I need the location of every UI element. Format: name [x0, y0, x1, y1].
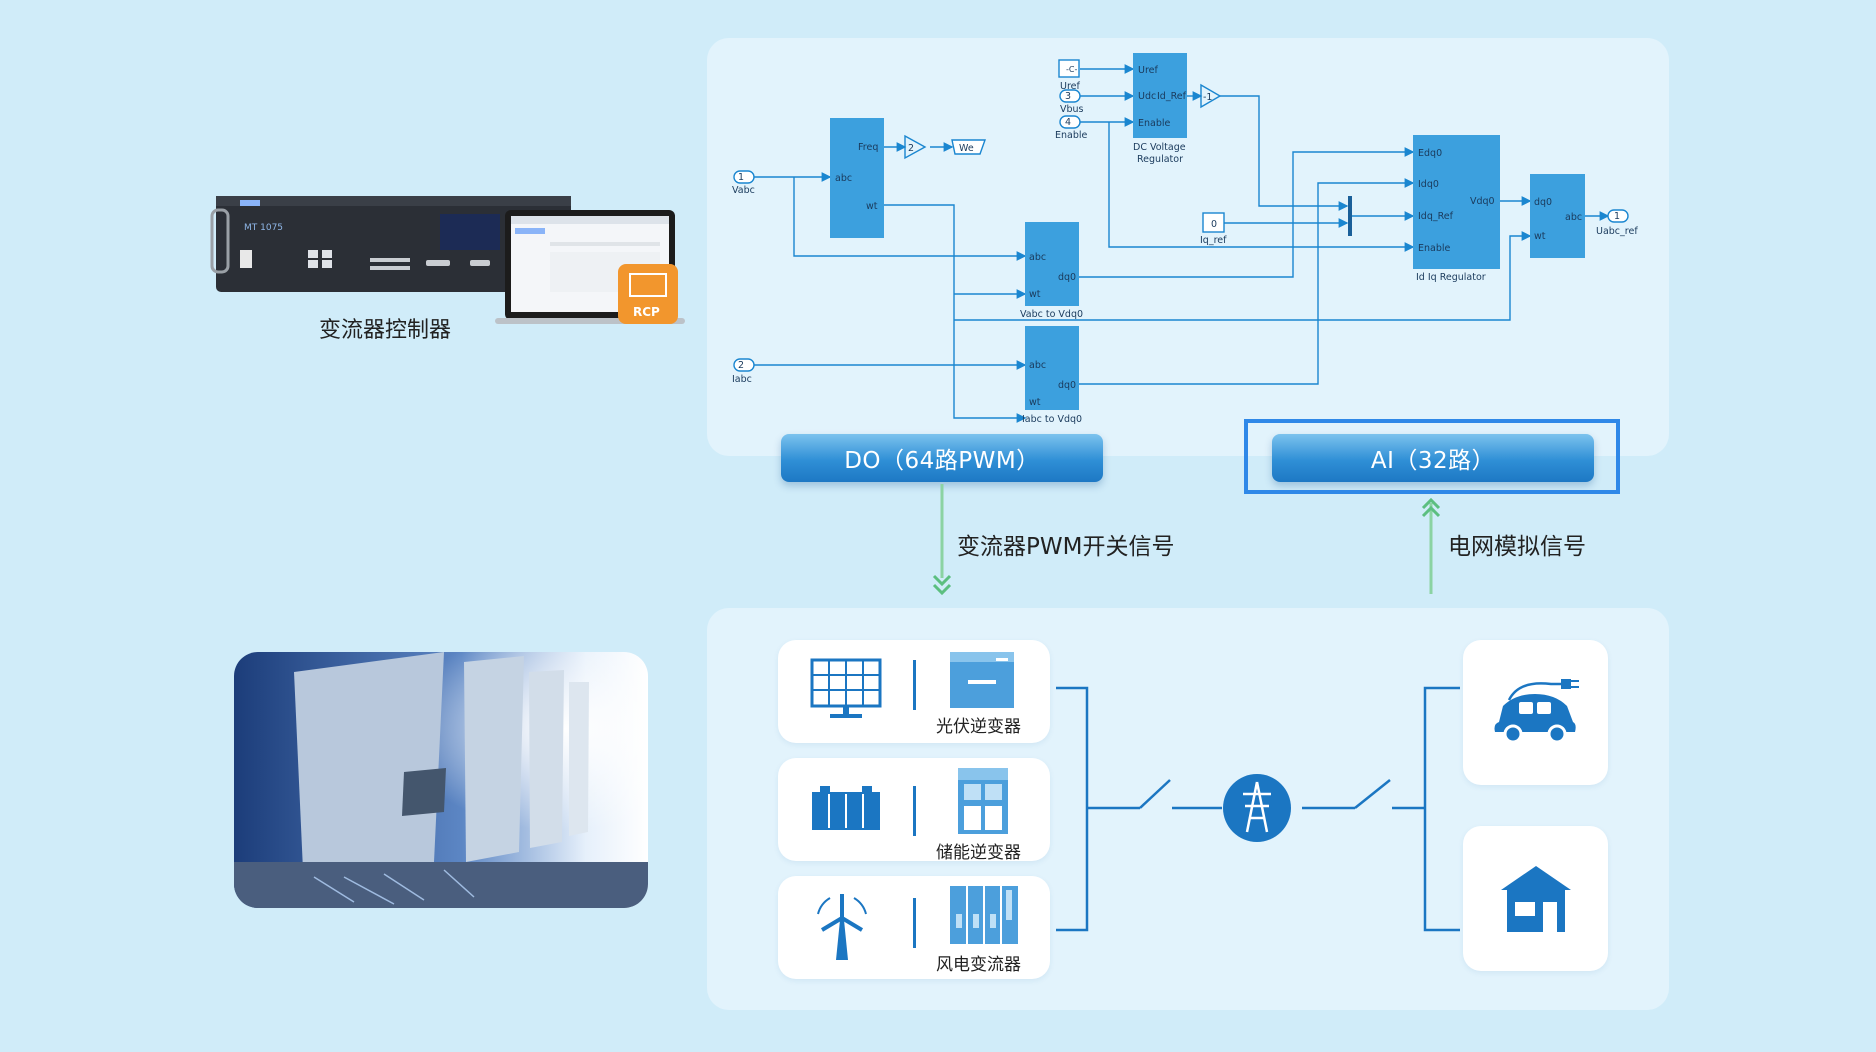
- dcv-name2: Regulator: [1137, 154, 1183, 165]
- house-icon: [1501, 866, 1571, 932]
- idiq-edq0-label: Edq0: [1418, 148, 1442, 159]
- port-vabc-name: Vabc: [732, 185, 755, 196]
- idiq-enable-label: Enable: [1418, 243, 1451, 254]
- vblk-dq0-label: dq0: [1058, 272, 1076, 283]
- ai-bar: AI（32路）: [1272, 434, 1594, 482]
- dcv-uref-label: Uref: [1138, 65, 1158, 76]
- electric-car-icon: [1494, 679, 1579, 744]
- pll-wt-label: wt: [866, 201, 878, 212]
- dcv-name1: DC Voltage: [1133, 142, 1186, 153]
- const-uref-name: Uref: [1060, 81, 1080, 92]
- port-vabc-num: 1: [738, 172, 744, 183]
- dcv-enable-label: Enable: [1138, 118, 1171, 129]
- idiq-idq0-label: Idq0: [1418, 179, 1439, 190]
- storage-cabinet-icon: [958, 768, 1008, 834]
- port-enable-name: Enable: [1055, 130, 1088, 141]
- wind-converter-cabinet-icon: [950, 886, 1018, 944]
- simulink-diagram: 1 Vabc 2 Iabc -C- Uref 3 Vbus 4 Enable 0…: [732, 53, 1638, 425]
- port-iabc-num: 2: [738, 360, 744, 371]
- port-vbus-num: 3: [1065, 91, 1071, 102]
- pwm-signal-label: 变流器PWM开关信号: [957, 534, 1175, 560]
- rcp-badge-icon: RCP: [618, 264, 678, 324]
- idiq-name: Id Iq Regulator: [1416, 272, 1486, 283]
- const-iq-val: 0: [1211, 219, 1217, 230]
- vblk-wt-label: wt: [1029, 289, 1041, 300]
- iblk-wt-label: wt: [1029, 397, 1041, 408]
- pv-inverter-label: 光伏逆变器: [936, 717, 1021, 737]
- storage-inverter-label: 储能逆变器: [936, 843, 1021, 863]
- dcv-udc-label: Udc: [1138, 91, 1156, 102]
- pv-inverter-card: 光伏逆变器: [778, 640, 1050, 743]
- do-bar: DO（64路PWM）: [781, 434, 1103, 482]
- pll-freq-label: Freq: [858, 142, 878, 153]
- gain-neg-label: -1: [1203, 92, 1212, 103]
- pv-inverter-icon: [950, 652, 1014, 708]
- idiq-vdq0-label: Vdq0: [1470, 196, 1495, 207]
- vblk-abc-label: abc: [1029, 252, 1046, 263]
- solar-panel-icon: [810, 658, 882, 718]
- home-load-card: [1463, 826, 1608, 971]
- iblk-abc-label: abc: [1029, 360, 1046, 371]
- controller-device-image: MT 1075 RCP: [210, 196, 685, 324]
- storage-inverter-card: 储能逆变器: [778, 758, 1050, 863]
- iblk-dq0-label: dq0: [1058, 380, 1076, 391]
- ev-load-card: [1463, 640, 1608, 785]
- inv-abc-label: abc: [1565, 212, 1582, 223]
- port-vbus-name: Vbus: [1060, 104, 1084, 115]
- wind-turbine-icon: [817, 894, 867, 960]
- device-label: 变流器控制器: [318, 318, 451, 343]
- control-model-panel: 1 Vabc 2 Iabc -C- Uref 3 Vbus 4 Enable 0…: [707, 38, 1669, 456]
- const-uref-sym: -C-: [1066, 65, 1077, 74]
- const-iq-name: Iq_ref: [1200, 235, 1227, 246]
- port-enable-num: 4: [1065, 117, 1071, 128]
- gain-2-label: 2: [908, 143, 914, 154]
- pll-abc-label: abc: [835, 173, 852, 184]
- inv-dq0-label: dq0: [1534, 197, 1552, 208]
- port-iabc-name: Iabc: [732, 374, 752, 385]
- device-brand-text: MT 1075: [244, 223, 283, 233]
- power-tower-icon: [1223, 774, 1291, 842]
- rcp-label: RCP: [633, 305, 660, 319]
- inv-wt-label: wt: [1534, 231, 1546, 242]
- ai-highlight-box: [1244, 419, 1620, 494]
- iblk-name: Iabc to Vdq0: [1022, 414, 1082, 425]
- wind-converter-card: 风电变流器: [778, 876, 1050, 979]
- battery-icon: [812, 786, 880, 830]
- dcv-idref-label: Id_Ref: [1157, 91, 1187, 102]
- inverter-photo: [234, 652, 648, 908]
- grid-signal-label: 电网模拟信号: [1448, 534, 1586, 560]
- port-uabc-num: 1: [1614, 211, 1620, 222]
- vblk-name: Vabc to Vdq0: [1020, 309, 1083, 320]
- goto-we: We: [959, 143, 974, 154]
- wind-converter-label: 风电变流器: [936, 955, 1021, 975]
- port-uabc-name: Uabc_ref: [1596, 226, 1638, 237]
- idiq-idqref-label: Idq_Ref: [1418, 211, 1454, 222]
